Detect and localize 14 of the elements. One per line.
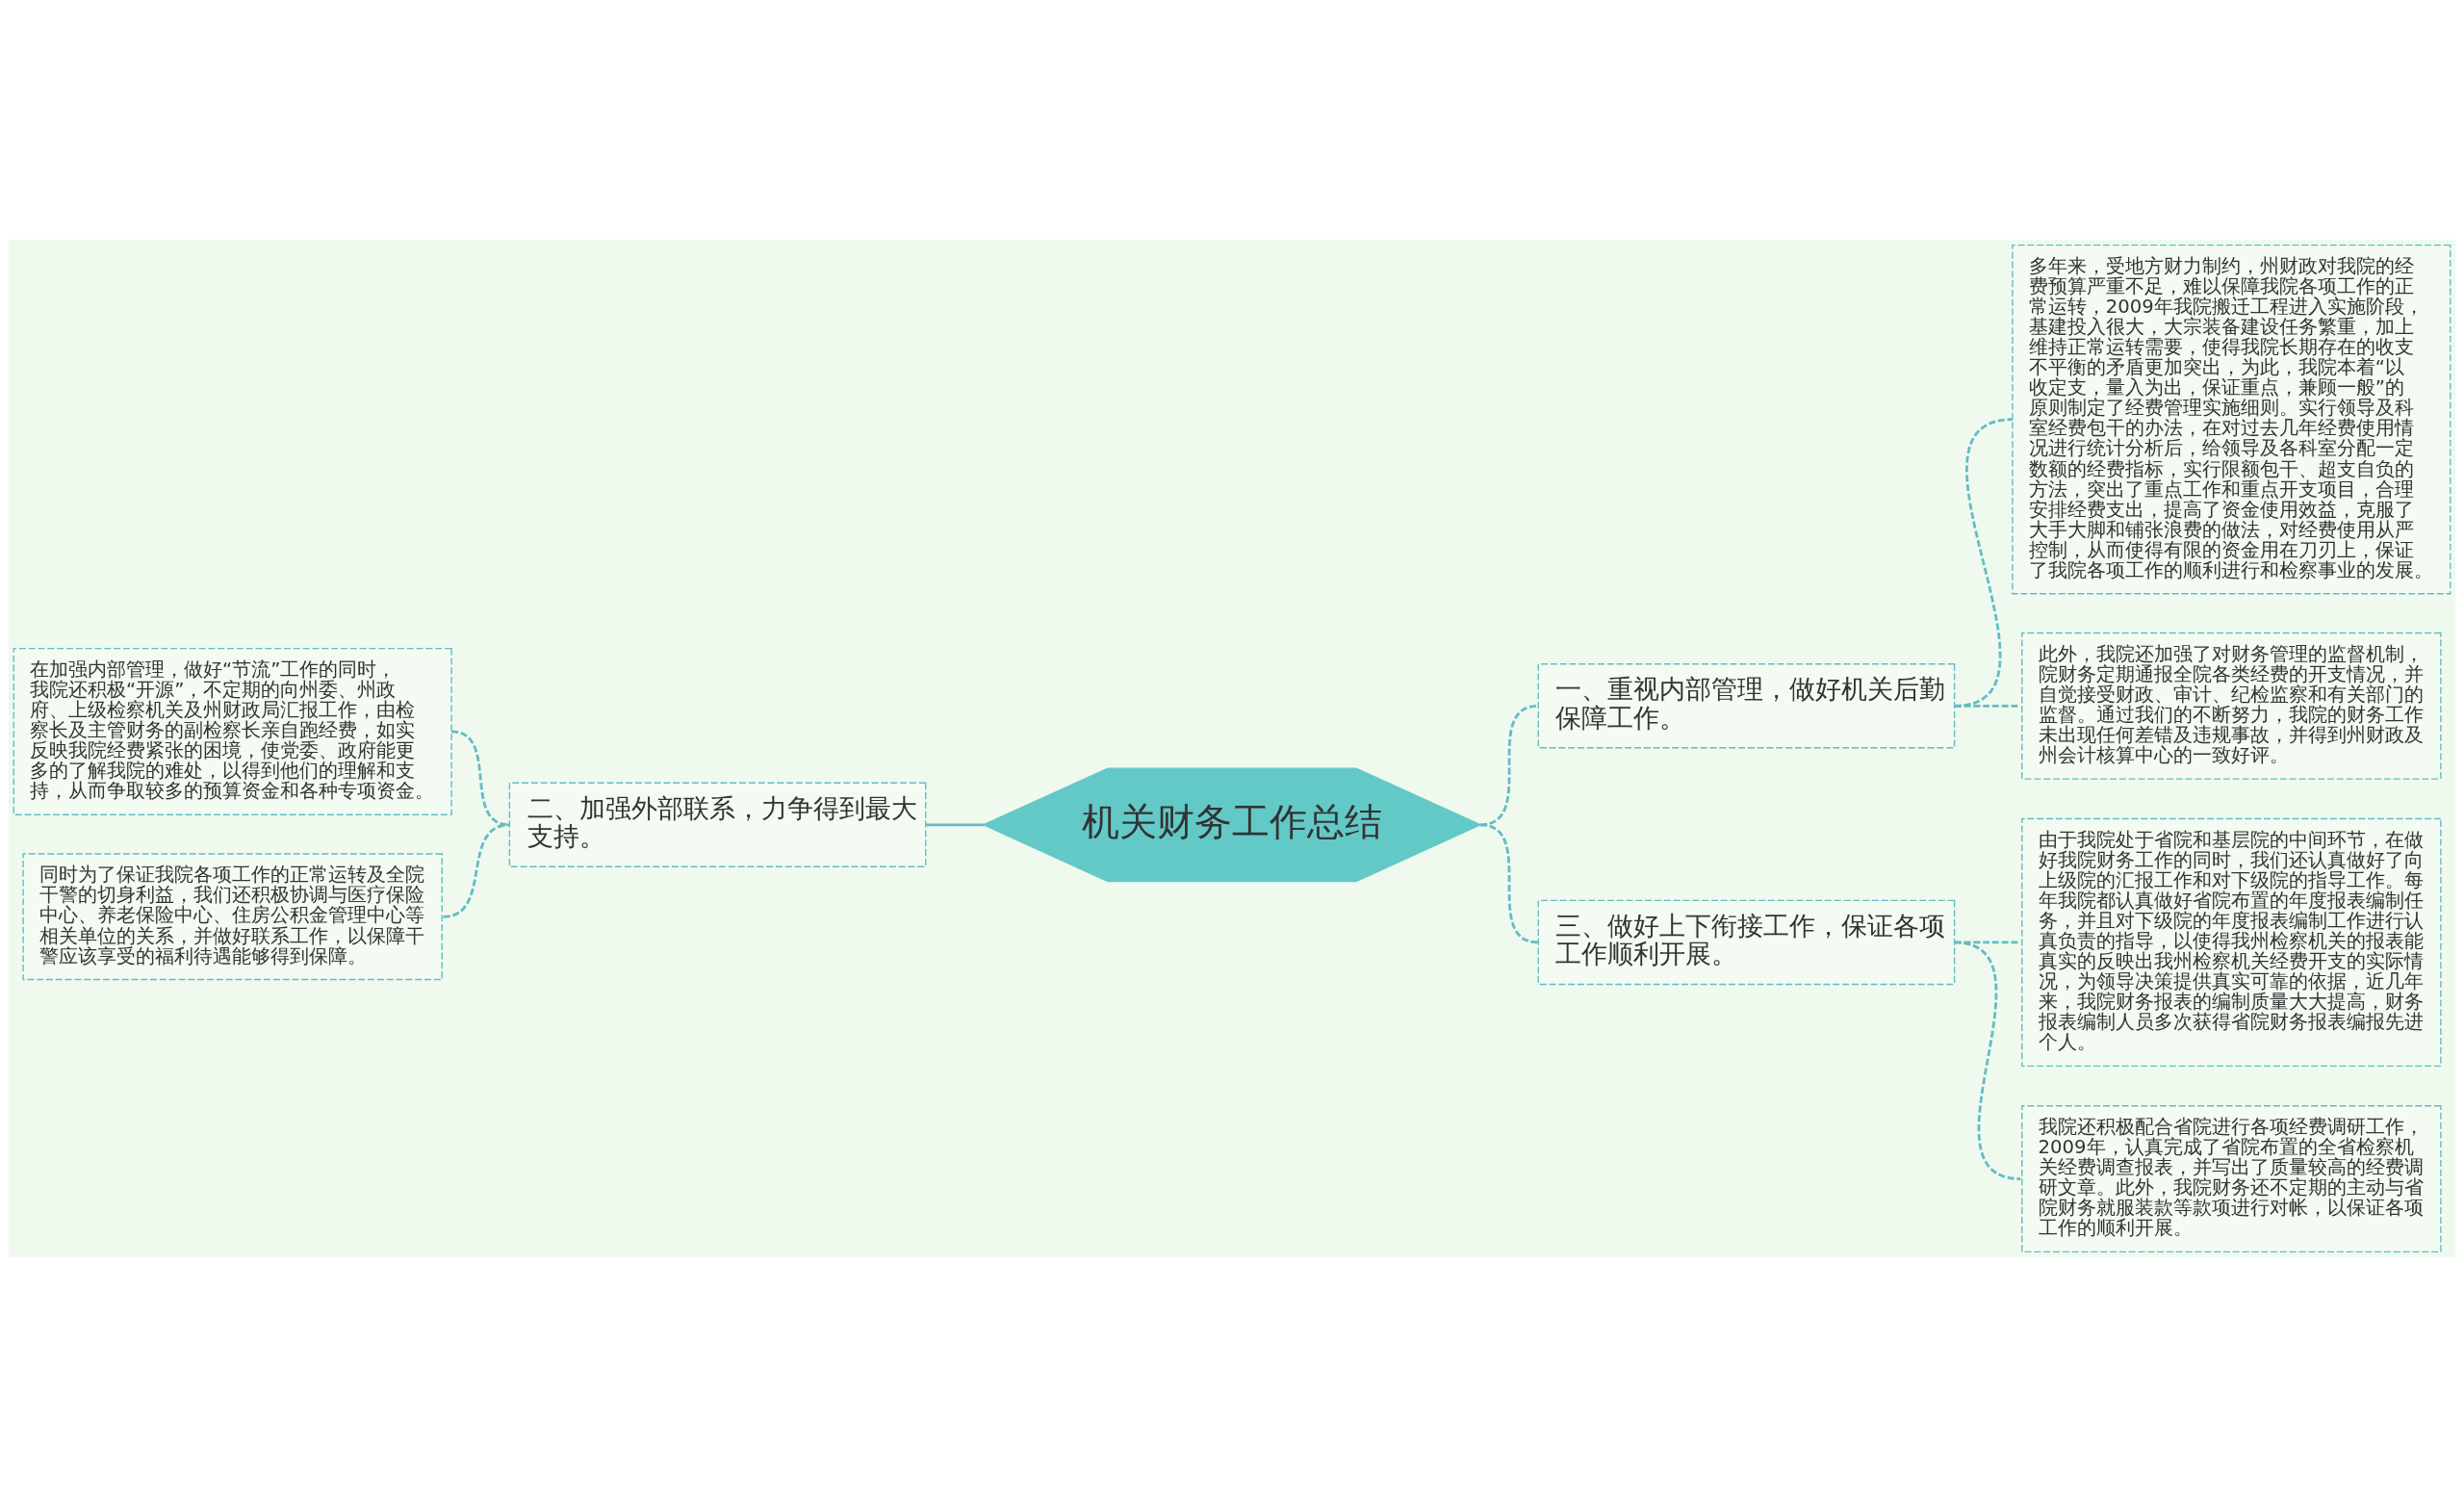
node-box: 我院还积极配合省院进行各项经费调研工作，2009年，认真完成了省院布置的全省检察机关经费调查报表，并写出了质量较高的经费调研文章。此外，我院财务还不定期的主动与省院财务就服装款等款项进行对帐，以保证各项工作的顺利开展。 bbox=[2021, 1104, 2442, 1252]
node-box: 由于我院处于省院和基层院的中间环节，在做好我院财务工作的同时，我们还认真做好了向上级院的汇报工作和对下级院的指导工作。每年我院都认真做好省院布置的年度报表编制任务，并且对下级院的年度报表编制工作进行认真负责的指导，以使得我州检察机关的报表能真实的反映出我州检察机关经费开支的实际情况，为领导决策提供真实可靠的依据，近几年来，我院财务报表的编制质量大大提高，财务报表编制人员多次获得省院财务报表编报先进个人。 bbox=[2021, 817, 2442, 1067]
node-box: 一、重视内部管理，做好机关后勤保障工作。 bbox=[1537, 662, 1956, 748]
node-box: 此外，我院还加强了对财务管理的监督机制，院财务定期通报全院各类经费的开支情况，并自觉接受财政、审计、纪检监察和有关部门的监督。通过我们的不断努力，我院的财务工作未出现任何差错及违规事故，并得到州财政及州会计核算中心的一致好评。 bbox=[2021, 632, 2442, 780]
connector bbox=[443, 822, 510, 918]
connector bbox=[1479, 822, 1539, 943]
connector bbox=[1479, 704, 1539, 826]
connector bbox=[1954, 941, 2021, 1180]
connector bbox=[925, 822, 985, 826]
node-box: 二、加强外部联系，力争得到最大支持。 bbox=[508, 782, 927, 867]
node-box: 在加强内部管理，做好“节流”工作的同时，我院还积极“开源”，不定期的向州委、州政府、上级检察机关及州财政局汇报工作，由检察长及主管财务的副检察长亲自跑经费，如实反映我院经费紧张的困境，使党委、政府能更多的了解我院的难处，以得到他们的理解和支持，从而争取较多的预算资金和各种专项资金。 bbox=[13, 647, 452, 815]
node-box: 同时为了保证我院各项工作的正常运转及全院干警的切身利益，我们还积极协调与医疗保险中心、养老保险中心、住房公积金管理中心等相关单位的关系，并做好联系工作，以保障干警应该享受的福利待遇能够得到保障。 bbox=[22, 852, 443, 980]
node-box: 三、做好上下衔接工作，保证各项工作顺利开展。 bbox=[1537, 899, 1956, 985]
node-box: 多年来，受地方财力制约，州财政对我院的经费预算严重不足，难以保障我院各项工作的正常运转，2009年我院搬迁工程进入实施阶段，基建投入很大，大宗装备建设任务繁重，加上维持正常运转需要，使得我院长期存在的收支不平衡的矛盾更加突出，为此，我院本着“以收定支，量入为出，保证重点，兼顾一般”的原则制定了经费管理实施细则。实行领导及科室经费包干的办法，在对过去几年经费使用情况进行统计分析后，给领导及各科室分配一定数额的经费指标，实行限额包干、超支自负的方法，突出了重点工作和重点开支项目，合理安排经费支出，提高了资金使用效益，克服了大手大脚和铺张浪费的做法，对经费使用从严控制，从而使得有限的资金用在刀刃上，保证了我院各项工作的顺利进行和检察事业的发展。 bbox=[2012, 244, 2451, 594]
